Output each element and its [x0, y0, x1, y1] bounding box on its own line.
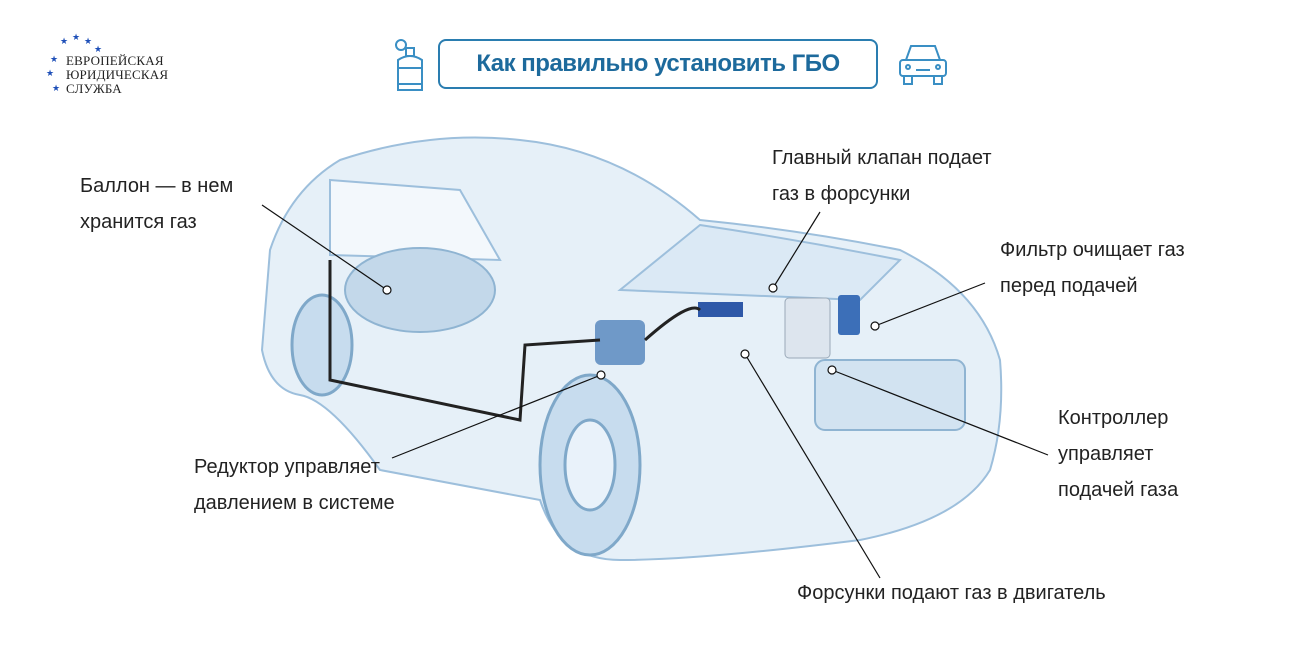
label-line: давлением в системе [194, 492, 395, 514]
car-icon [899, 45, 947, 85]
label-line: подачей газа [1058, 479, 1179, 501]
label-line: Баллон — в нем [80, 175, 234, 197]
logo-text: ЕВРОПЕЙСКАЯ ЮРИДИЧЕСКАЯ СЛУЖБА [66, 54, 168, 96]
gas-pipe [328, 260, 702, 422]
label-line: Форсунки подают газ в двигатель [797, 582, 1106, 604]
controller [784, 297, 831, 359]
label-line: перед подачей [1000, 275, 1138, 297]
label-line: управляет [1058, 443, 1154, 465]
label-line: хранится газ [80, 211, 197, 233]
label-line: Главный клапан подает [772, 147, 992, 169]
label-injectors: Форсунки подают газ в двигатель [797, 575, 1106, 611]
logo-line: СЛУЖБА [66, 81, 122, 96]
gas-tank [344, 247, 496, 333]
label-main-valve: Главный клапан подает газ в форсунки [772, 140, 992, 212]
reducer [595, 320, 645, 365]
filter [838, 295, 860, 335]
logo-line: ЮРИДИЧЕСКАЯ [66, 67, 169, 82]
label-line: Фильтр очищает газ [1000, 239, 1185, 261]
wheels [290, 293, 642, 557]
grille [814, 359, 966, 431]
label-filter: Фильтр очищает газ перед подачей [1000, 232, 1185, 304]
label-line: Редуктор управляет [194, 456, 380, 478]
label-controller: Контроллер управляет подачей газа [1058, 400, 1178, 508]
label-cylinder: Баллон — в нем хранится газ [80, 168, 233, 240]
injector-rail [698, 302, 743, 317]
gas-cylinder-icon [395, 39, 423, 91]
label-reducer: Редуктор управляет давлением в системе [194, 449, 395, 521]
logo: ★★★★ ★★★ ЕВРОПЕЙСКАЯ ЮРИДИЧЕСКАЯ СЛУЖБА [46, 32, 169, 96]
logo-line: ЕВРОПЕЙСКАЯ [66, 53, 164, 68]
label-line: газ в форсунки [772, 183, 911, 205]
leader-lines [261, 204, 1049, 579]
page-title: Как правильно установить ГБО [476, 50, 840, 77]
title-box: Как правильно установить ГБО [438, 39, 878, 89]
label-line: Контроллер [1058, 407, 1169, 429]
